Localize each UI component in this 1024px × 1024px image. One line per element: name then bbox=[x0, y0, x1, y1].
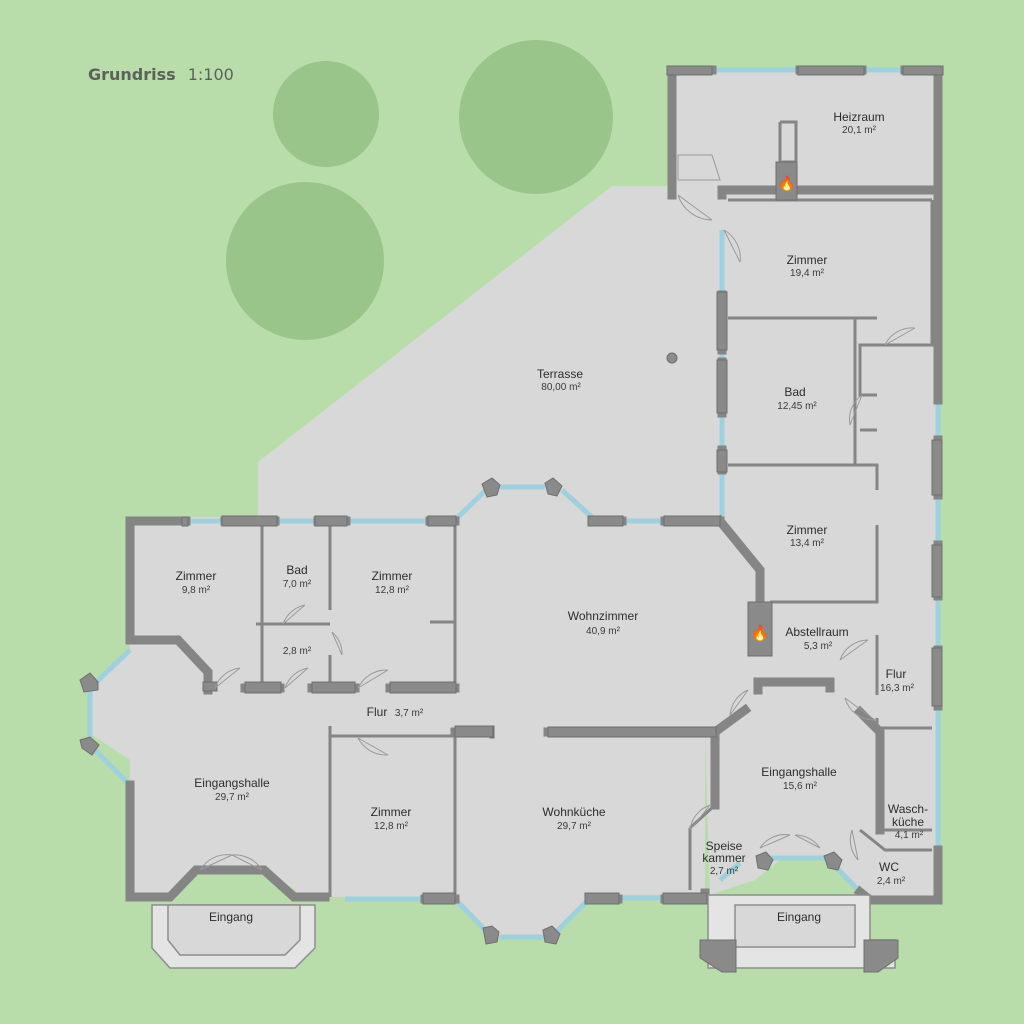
svg-text:Eingangshalle: Eingangshalle bbox=[761, 765, 837, 779]
room-speisekammer: Speise kammer 2,7 m² bbox=[702, 839, 745, 877]
svg-text:kammer: kammer bbox=[702, 851, 745, 865]
room-zimmer-left: Zimmer 9,8 m² bbox=[176, 569, 217, 596]
chimney: 🔥 bbox=[775, 120, 798, 201]
svg-text:19,4 m²: 19,4 m² bbox=[790, 268, 825, 279]
room-flur-left: Flur 3,7 m² bbox=[367, 705, 424, 719]
svg-text:Zimmer: Zimmer bbox=[371, 805, 412, 819]
svg-text:Flur: Flur bbox=[367, 705, 388, 719]
room-zimmer-top: Zimmer 19,4 m² bbox=[787, 253, 828, 279]
svg-text:küche: küche bbox=[892, 815, 924, 829]
room-waschkueche: Wasch- küche 4,1 m² bbox=[888, 802, 928, 841]
svg-text:2,8 m²: 2,8 m² bbox=[283, 646, 312, 657]
svg-text:Wohnzimmer: Wohnzimmer bbox=[568, 609, 638, 623]
room-abstellraum: Abstellraum 5,3 m² bbox=[785, 625, 848, 652]
flame-icon: 🔥 bbox=[778, 175, 795, 192]
svg-text:Bad: Bad bbox=[286, 563, 307, 577]
west-wing-floor bbox=[92, 487, 760, 935]
floor-areas bbox=[92, 70, 940, 965]
room-wc: WC 2,4 m² bbox=[877, 860, 906, 887]
svg-text:Heizraum: Heizraum bbox=[833, 110, 884, 124]
room-wohnzimmer: Wohnzimmer 40,9 m² bbox=[568, 609, 638, 637]
room-zimmer-bottom: Zimmer 12,8 m² bbox=[371, 805, 412, 832]
tree-large bbox=[459, 40, 613, 194]
svg-text:Zimmer: Zimmer bbox=[176, 569, 217, 583]
room-wohnkueche: Wohnküche 29,7 m² bbox=[542, 805, 605, 832]
svg-text:40,9 m²: 40,9 m² bbox=[586, 626, 621, 637]
room-flur-right: Flur 16,3 m² bbox=[880, 667, 915, 694]
fireplace: 🔥 bbox=[747, 601, 773, 657]
room-labels: Heizraum 20,1 m² Zimmer 19,4 m² Bad 12,4… bbox=[176, 110, 928, 924]
room-zimmer-right-mid: Zimmer 13,4 m² bbox=[787, 523, 828, 549]
svg-text:Bad: Bad bbox=[784, 385, 805, 399]
svg-text:Terrasse: Terrasse bbox=[537, 367, 583, 381]
svg-text:29,7 m²: 29,7 m² bbox=[557, 821, 592, 832]
svg-text:20,1 m²: 20,1 m² bbox=[842, 125, 877, 136]
room-eingang-right: Eingang bbox=[777, 910, 821, 924]
svg-text:12,45 m²: 12,45 m² bbox=[777, 401, 817, 412]
porch-steps bbox=[151, 894, 899, 973]
svg-text:12,8 m²: 12,8 m² bbox=[374, 821, 409, 832]
room-heizraum: Heizraum 20,1 m² bbox=[833, 110, 884, 136]
svg-text:5,3 m²: 5,3 m² bbox=[804, 641, 833, 652]
room-bad-right: Bad 12,45 m² bbox=[777, 385, 817, 412]
pillar bbox=[666, 352, 678, 364]
terrace-floor bbox=[130, 186, 720, 523]
room-terrasse: Terrasse 80,00 m² bbox=[537, 367, 583, 393]
svg-text:29,7 m²: 29,7 m² bbox=[215, 792, 250, 803]
svg-text:4,1 m²: 4,1 m² bbox=[895, 830, 924, 841]
trees bbox=[226, 40, 613, 340]
flame-icon: 🔥 bbox=[751, 624, 770, 642]
room-bad-left: Bad 7,0 m² bbox=[283, 563, 312, 590]
svg-text:16,3 m²: 16,3 m² bbox=[880, 683, 915, 694]
svg-text:2,4 m²: 2,4 m² bbox=[877, 876, 906, 887]
doors bbox=[199, 154, 916, 871]
svg-text:WC: WC bbox=[879, 860, 899, 874]
svg-text:15,6 m²: 15,6 m² bbox=[783, 781, 818, 792]
svg-text:Zimmer: Zimmer bbox=[787, 523, 828, 537]
tree-small bbox=[273, 61, 379, 167]
svg-text:9,8 m²: 9,8 m² bbox=[182, 585, 211, 596]
room-zimmer-left-mid: Zimmer 12,8 m² bbox=[372, 569, 413, 596]
room-small: 2,8 m² bbox=[283, 646, 312, 657]
svg-text:13,4 m²: 13,4 m² bbox=[790, 538, 825, 549]
windows bbox=[86, 67, 941, 940]
svg-text:Zimmer: Zimmer bbox=[372, 569, 413, 583]
room-eingang-left: Eingang bbox=[209, 910, 253, 924]
svg-text:12,8 m²: 12,8 m² bbox=[375, 585, 410, 596]
svg-text:Eingang: Eingang bbox=[777, 910, 821, 924]
svg-text:2,7 m²: 2,7 m² bbox=[710, 866, 739, 877]
svg-text:Wohnküche: Wohnküche bbox=[542, 805, 605, 819]
svg-text:Zimmer: Zimmer bbox=[787, 253, 828, 267]
svg-text:80,00 m²: 80,00 m² bbox=[541, 382, 581, 393]
svg-text:Wasch-: Wasch- bbox=[888, 802, 928, 816]
east-wing-floor bbox=[672, 70, 940, 900]
svg-text:Speise: Speise bbox=[706, 839, 743, 853]
svg-text:7,0 m²: 7,0 m² bbox=[283, 579, 312, 590]
svg-text:Eingang: Eingang bbox=[209, 910, 253, 924]
svg-text:Abstellraum: Abstellraum bbox=[785, 625, 848, 639]
svg-text:Flur: Flur bbox=[886, 667, 907, 681]
room-eingangshalle-left: Eingangshalle 29,7 m² bbox=[194, 776, 270, 803]
wall-blocks bbox=[79, 65, 944, 945]
page-title: Grundriss 1:100 bbox=[88, 65, 234, 84]
tree-large bbox=[226, 182, 384, 340]
svg-text:3,7 m²: 3,7 m² bbox=[395, 708, 424, 719]
room-eingangshalle-right: Eingangshalle 15,6 m² bbox=[761, 765, 837, 792]
svg-text:Eingangshalle: Eingangshalle bbox=[194, 776, 270, 790]
